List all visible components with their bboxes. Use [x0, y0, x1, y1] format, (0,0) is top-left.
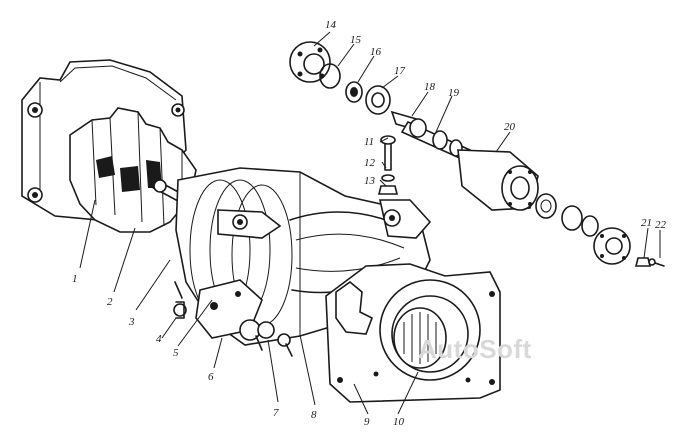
callout-5: 5	[173, 347, 179, 359]
callout-8: 8	[311, 409, 317, 421]
callout-16: 16	[370, 46, 382, 58]
callout-7: 7	[273, 407, 279, 419]
planet-carrier-flange	[325, 263, 501, 403]
callout-22: 22	[655, 219, 667, 231]
callout-19: 19	[448, 87, 460, 99]
callout-21: 21	[641, 217, 652, 229]
bolt-washer-nut	[377, 135, 399, 195]
watermark: AutoSoft	[418, 334, 532, 364]
fasteners-left	[173, 281, 293, 357]
callout-13: 13	[364, 175, 376, 187]
callout-14: 14	[325, 19, 337, 31]
callout-11: 11	[364, 136, 374, 148]
leader-lines	[79, 31, 661, 415]
exploded-parts-right	[289, 41, 665, 267]
callout-15: 15	[350, 34, 362, 46]
callout-6: 6	[208, 371, 214, 383]
callout-2: 2	[107, 296, 113, 308]
callout-3: 3	[128, 316, 135, 328]
callout-18: 18	[424, 81, 436, 93]
callout-10: 10	[393, 416, 405, 428]
callout-12: 12	[364, 157, 376, 169]
callout-9: 9	[364, 416, 370, 428]
callout-labels: 1 2 3 4 5 6 7 8 9 10 11 12 13 14 15 16 1…	[72, 19, 667, 428]
callout-4: 4	[156, 333, 162, 345]
callout-17: 17	[394, 65, 406, 77]
callout-20: 20	[504, 121, 516, 133]
callout-1: 1	[72, 273, 78, 285]
splined-shaft	[69, 107, 197, 233]
